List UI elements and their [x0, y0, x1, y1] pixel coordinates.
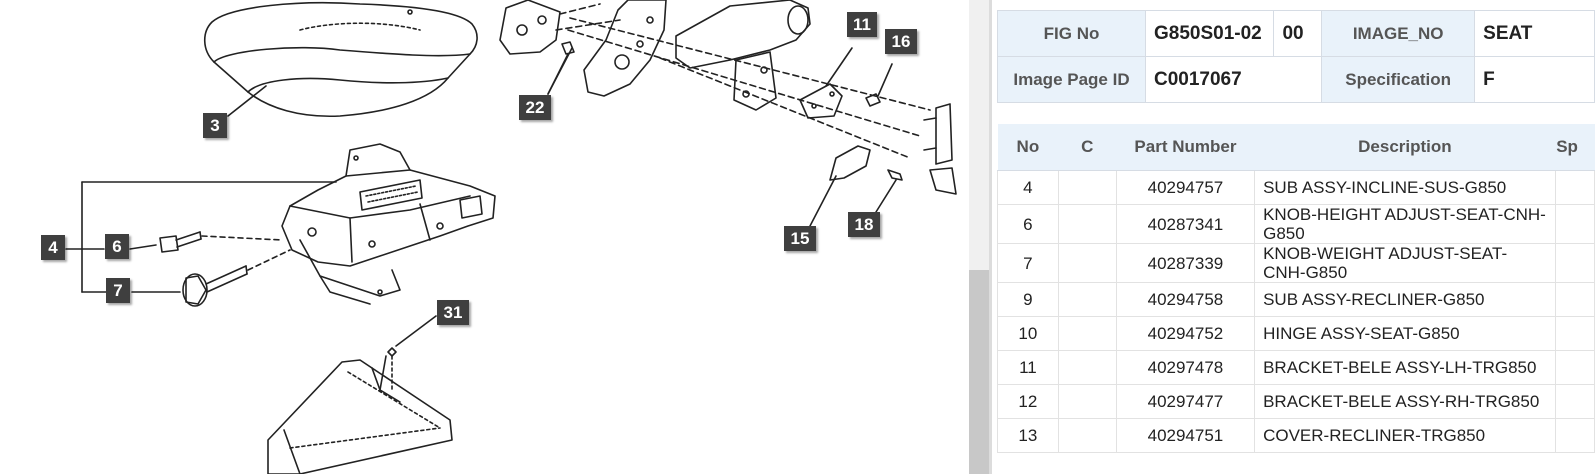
cell-no: 12	[997, 384, 1059, 419]
cell-part-number: 40297477	[1115, 384, 1256, 419]
image-no-value: SEAT	[1474, 10, 1595, 57]
callout-label-11[interactable]: 11	[847, 12, 877, 37]
cell-sp	[1554, 418, 1595, 453]
recliner-parts-drawing	[227, 0, 957, 347]
callout-label-22[interactable]: 22	[519, 95, 551, 120]
cell-no: 6	[997, 204, 1059, 244]
callout-label-7[interactable]: 7	[106, 278, 130, 303]
fig-no-suffix: 00	[1273, 10, 1323, 57]
callout-label-3[interactable]: 3	[203, 113, 227, 138]
cell-no: 7	[997, 243, 1059, 283]
column-header-part-number[interactable]: Part Number	[1116, 124, 1255, 171]
table-row[interactable]: 4 40294757 SUB ASSY-INCLINE-SUS-G850	[997, 170, 1595, 205]
cell-sp	[1554, 282, 1595, 317]
diagram-drawing	[65, 0, 957, 474]
callout-label-15[interactable]: 15	[784, 226, 816, 251]
callout-label-18[interactable]: 18	[848, 212, 880, 237]
column-header-no[interactable]: No	[997, 124, 1059, 171]
cell-part-number: 40287341	[1115, 204, 1256, 244]
cell-sp	[1554, 316, 1595, 351]
cell-no: 10	[997, 316, 1059, 351]
cell-description: KNOB-HEIGHT ADJUST-SEAT-CNH-G850	[1254, 204, 1556, 244]
cell-part-number: 40294752	[1115, 316, 1256, 351]
image-page-id-label: Image Page ID	[997, 56, 1146, 103]
cell-description: SUB ASSY-INCLINE-SUS-G850	[1254, 170, 1556, 205]
cell-no: 4	[997, 170, 1059, 205]
cell-sp	[1554, 204, 1595, 244]
knob-7-drawing	[182, 249, 291, 307]
pane-divider[interactable]	[989, 0, 992, 474]
cell-part-number: 40294758	[1115, 282, 1256, 317]
table-row[interactable]: 7 40287339 KNOB-WEIGHT ADJUST-SEAT-CNH-G…	[997, 243, 1595, 283]
base-frame-drawing	[267, 347, 453, 474]
suspension-assembly-drawing	[281, 143, 496, 305]
cell-part-number: 40294751	[1115, 418, 1256, 453]
parts-info-panel: FIG No G850S01-02 00 IMAGE_NO SEAT Image…	[997, 0, 1595, 474]
cell-no: 9	[997, 282, 1059, 317]
cell-sp	[1554, 384, 1595, 419]
image-no-label: IMAGE_NO	[1321, 10, 1476, 57]
cell-part-number: 40294757	[1115, 170, 1256, 205]
cell-c	[1057, 170, 1117, 205]
cell-c	[1057, 282, 1117, 317]
specification-label: Specification	[1321, 56, 1476, 103]
cell-c	[1057, 204, 1117, 244]
cell-c	[1057, 316, 1117, 351]
table-row[interactable]: 11 40297478 BRACKET-BELE ASSY-LH-TRG850	[997, 350, 1595, 385]
cell-c	[1057, 350, 1117, 385]
callout-label-31[interactable]: 31	[437, 300, 469, 325]
table-row[interactable]: 10 40294752 HINGE ASSY-SEAT-G850	[997, 316, 1595, 351]
cell-sp	[1554, 243, 1595, 283]
column-header-c[interactable]: C	[1058, 124, 1117, 171]
cell-description: BRACKET-BELE ASSY-LH-TRG850	[1254, 350, 1556, 385]
cell-part-number: 40287339	[1115, 243, 1256, 283]
table-row[interactable]: 6 40287341 KNOB-HEIGHT ADJUST-SEAT-CNH-G…	[997, 204, 1595, 244]
cell-c	[1057, 243, 1117, 283]
image-page-id-value: C0017067	[1144, 56, 1323, 103]
parts-list-table: No C Part Number Description Sp 4 402947…	[997, 124, 1595, 453]
parts-table-header-row: No C Part Number Description Sp	[997, 124, 1595, 171]
cell-part-number: 40297478	[1115, 350, 1256, 385]
cell-c	[1057, 384, 1117, 419]
cell-sp	[1554, 170, 1595, 205]
table-row[interactable]: 9 40294758 SUB ASSY-RECLINER-G850	[997, 282, 1595, 317]
cell-no: 13	[997, 418, 1059, 453]
cell-sp	[1554, 350, 1595, 385]
cell-description: SUB ASSY-RECLINER-G850	[1254, 282, 1556, 317]
fig-no-label: FIG No	[997, 10, 1146, 57]
cell-description: HINGE ASSY-SEAT-G850	[1254, 316, 1556, 351]
seat-cushion-drawing	[203, 2, 478, 118]
diagram-scrollbar-thumb[interactable]	[969, 270, 989, 474]
specification-value: F	[1474, 56, 1595, 103]
callout-label-6[interactable]: 6	[105, 234, 129, 259]
cell-description: COVER-RECLINER-TRG850	[1254, 418, 1556, 453]
column-header-description[interactable]: Description	[1254, 124, 1556, 171]
cell-description: BRACKET-BELE ASSY-RH-TRG850	[1254, 384, 1556, 419]
callout-label-16[interactable]: 16	[885, 29, 917, 54]
table-row[interactable]: 13 40294751 COVER-RECLINER-TRG850	[997, 418, 1595, 453]
callout-4-bracket	[65, 181, 337, 293]
figure-info-table: FIG No G850S01-02 00 IMAGE_NO SEAT Image…	[997, 10, 1595, 103]
column-header-sp[interactable]: Sp	[1555, 124, 1595, 171]
knob-6-drawing	[159, 231, 283, 253]
exploded-parts-diagram[interactable]: 3 4 6 7 31 22 11 16 15 18	[0, 0, 970, 474]
fig-no-value: G850S01-02	[1144, 10, 1275, 57]
cell-c	[1057, 418, 1117, 453]
callout-label-4[interactable]: 4	[41, 235, 65, 260]
table-row[interactable]: 12 40297477 BRACKET-BELE ASSY-RH-TRG850	[997, 384, 1595, 419]
cell-no: 11	[997, 350, 1059, 385]
cell-description: KNOB-WEIGHT ADJUST-SEAT-CNH-G850	[1254, 243, 1556, 283]
